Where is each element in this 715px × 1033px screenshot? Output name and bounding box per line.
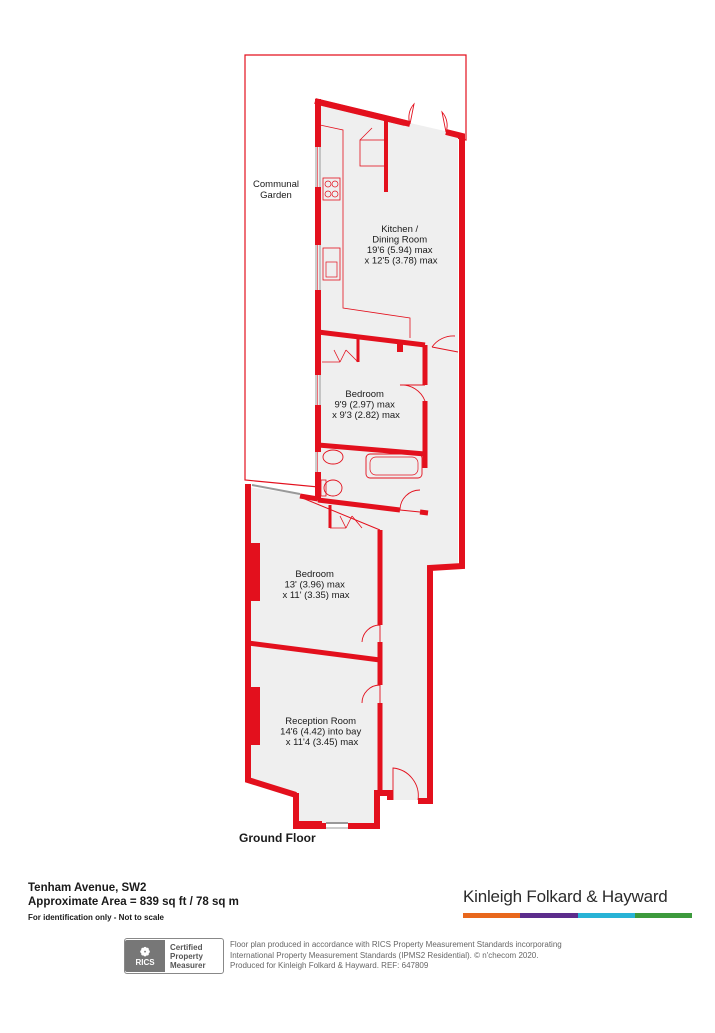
brand-bar-green [634,913,692,918]
bay-right [348,790,393,829]
agency-brand: Kinleigh Folkard & Hayward [463,887,693,918]
toilet [323,479,343,497]
kitchen-label: Kitchen / Dining Room 19'6 (5.94) max x … [364,224,437,267]
kitchen-top-wall-right [418,129,465,804]
hob-ring-1 [324,180,332,188]
cupboard-doors [330,515,363,529]
bathroom-bottom-wall [317,497,401,513]
hob-ring-3 [324,190,332,198]
bathroom-bottom-wall-2 [419,509,429,516]
rics-certification-text: Certified Property Measurer [170,942,206,970]
property-info: Tenham Avenue, SW2 Approximate Area = 83… [28,881,368,922]
garden-door-left [408,102,415,125]
bathroom-top-wall [317,442,426,457]
entrance-door [392,767,419,801]
rics-badge: ❁ RICS Certified Property Measurer [124,938,224,974]
bedroom-reception-wall [247,640,381,663]
kitchen-bedroom-wall [317,329,426,348]
fridge [359,139,387,167]
wardrobe-doors [322,349,359,363]
bedroom2-door [361,624,381,643]
fridge-diag [359,127,373,141]
hob-ring-4 [331,190,339,198]
bathtub [365,453,423,479]
chimney-breast-1 [248,543,260,601]
bedroom-north-wall [299,493,319,502]
measurement-notes: Floor plan produced in accordance with R… [230,940,562,970]
approximate-area: Approximate Area = 839 sq ft / 78 sq m [28,896,239,908]
bedroom2-label: Bedroom 13' (3.96) max x 11' (3.35) max [282,569,349,601]
kitchen-worktop [319,124,411,338]
window-front-bedroom [251,484,301,495]
kitchen-sink [322,247,341,281]
brand-bar-orange [463,913,521,918]
bedroom1-door [399,384,426,402]
bay-left [293,793,326,829]
property-address: Tenham Avenue, SW2 [28,882,147,894]
wall-pillar [397,344,403,352]
hob [322,177,341,201]
bedroom1-label: Bedroom 9'9 (2.97) max x 9'3 (2.82) max [332,389,400,421]
kitchen-sink-bowl [325,261,338,278]
brand-bar-purple [520,913,578,918]
kitchen-door [431,335,459,353]
hob-ring-2 [331,180,339,188]
brand-bar-blue [577,913,635,918]
disclaimer: For identification only - Not to scale [28,913,165,922]
bathroom-door [399,489,421,513]
chimney-breast-2 [248,687,260,745]
reception-label: Reception Room 14'6 (4.42) into bay x 11… [280,716,364,748]
floor-label: Ground Floor [239,831,316,845]
flat-interior [248,102,458,824]
bedroom2-top-wall [299,496,381,531]
reception-door [361,684,381,704]
garden-door-right [441,110,448,133]
washbasin [322,449,344,465]
rics-logo-icon: ❁ RICS [125,940,165,972]
kitchen-top-wall-left [314,98,411,127]
brand-color-bar [463,913,692,918]
bathtub-inner [369,456,419,476]
cistern [320,479,327,497]
agency-name: Kinleigh Folkard & Hayward [463,887,668,906]
